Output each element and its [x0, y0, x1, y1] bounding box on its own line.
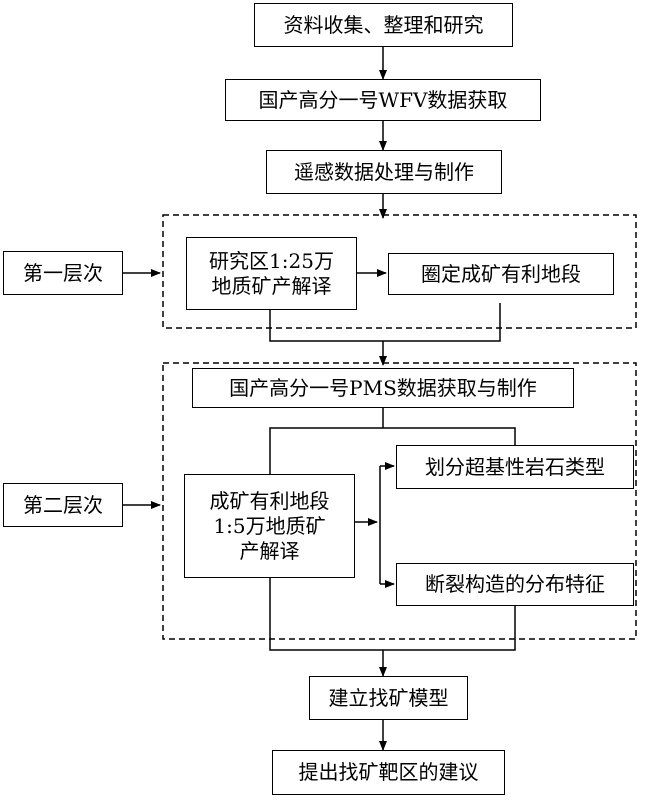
step-target-proposal: 提出找矿靶区的建议	[272, 750, 505, 795]
level1-interpret-text: 研究区1:25万 地质矿产解译	[209, 248, 334, 298]
level1-label-text: 第一层次	[23, 260, 103, 285]
level2-pms-box: 国产高分一号PMS数据获取与制作	[192, 368, 574, 408]
level2-faults-text: 断裂构造的分布特征	[425, 572, 605, 596]
step-build-model-label: 建立找矿模型	[328, 685, 449, 710]
step-target-proposal-label: 提出找矿靶区的建议	[298, 760, 479, 784]
step-rs-processing: 遥感数据处理与制作	[266, 150, 502, 194]
level1-merge-line	[269, 303, 501, 342]
level2-merge-line	[269, 578, 516, 651]
level2-interpret-text: 成矿有利地段 1:5万地质矿 产解译	[209, 488, 330, 563]
level2-ultrabasic-box: 划分超基性岩石类型	[396, 445, 634, 489]
step-data-collection-label: 资料收集、整理和研究	[283, 12, 484, 37]
level1-label: 第一层次	[3, 251, 123, 295]
level1-delineate-box: 圈定成矿有利地段	[388, 253, 614, 295]
level1-frame	[162, 214, 637, 329]
step-wfv-acquisition-label: 国产高分一号WFV数据获取	[258, 87, 508, 112]
level2-ultrabasic-text: 划分超基性岩石类型	[425, 454, 605, 479]
level2-interpret-box: 成矿有利地段 1:5万地质矿 产解译	[184, 474, 355, 578]
step-data-collection: 资料收集、整理和研究	[254, 3, 513, 47]
level2-top-split	[269, 427, 516, 474]
level2-label-text: 第二层次	[23, 492, 103, 517]
level1-interpret-box: 研究区1:25万 地质矿产解译	[186, 237, 357, 310]
step-wfv-acquisition: 国产高分一号WFV数据获取	[225, 79, 541, 121]
level2-frame	[162, 362, 637, 640]
level2-faults-box: 断裂构造的分布特征	[396, 563, 634, 606]
level2-label: 第二层次	[3, 483, 123, 527]
level1-delineate-text: 圈定成矿有利地段	[421, 261, 581, 286]
step-build-model: 建立找矿模型	[309, 676, 468, 720]
step-rs-processing-label: 遥感数据处理与制作	[294, 159, 474, 184]
level2-pms-text: 国产高分一号PMS数据获取与制作	[229, 375, 537, 400]
